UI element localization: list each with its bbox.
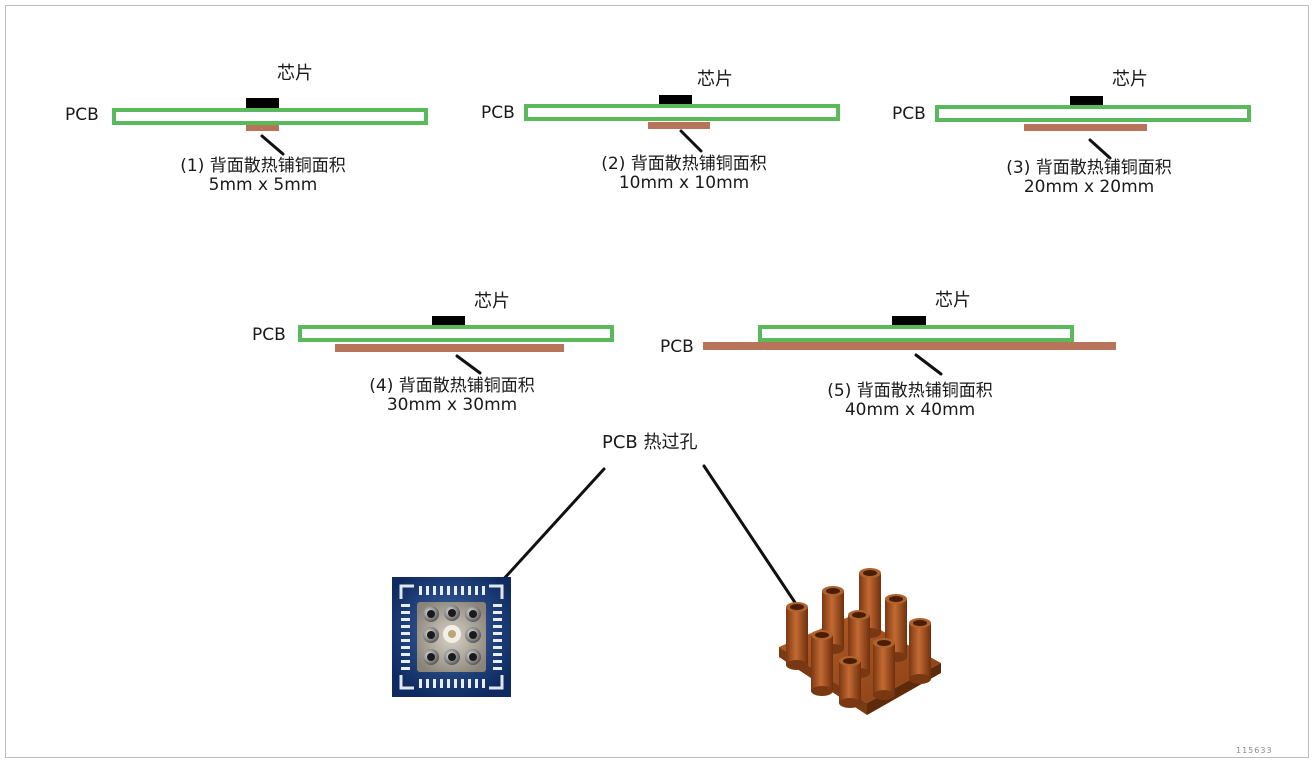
caption-size: 10mm x 10mm [618, 173, 750, 193]
pcb-board [758, 325, 1074, 342]
via-cylinder [873, 638, 895, 700]
caption-text: (5) 背面散热铺铜面积 [827, 381, 993, 401]
pcb-label: PCB [65, 105, 99, 125]
chip-label: 芯片 [1112, 69, 1148, 90]
caption-text: (2) 背面散热铺铜面积 [601, 154, 767, 174]
caption-size: 30mm x 30mm [386, 395, 518, 415]
copper-pad [246, 125, 279, 131]
caption-size: 40mm x 40mm [844, 400, 976, 420]
via-cylinder [839, 656, 861, 708]
caption-text: (1) 背面散热铺铜面积 [180, 156, 346, 176]
pcb-label: PCB [892, 104, 926, 124]
panel-caption: (3) 背面散热铺铜面积 20mm x 20mm [989, 159, 1189, 197]
via-cylinder [909, 618, 931, 684]
panel-caption: (5) 背面散热铺铜面积 40mm x 40mm [810, 382, 1010, 420]
vias-leader-right [702, 464, 802, 612]
caption-size: 5mm x 5mm [208, 175, 318, 195]
pcb-board [298, 325, 614, 342]
chip-block [1070, 96, 1103, 107]
leader-line [455, 354, 482, 375]
leader-line [679, 129, 703, 153]
leader-line [260, 134, 285, 156]
chip-package-photo [392, 577, 511, 697]
leader-line [1088, 138, 1112, 160]
caption-size: 20mm x 20mm [1023, 177, 1155, 197]
copper-pad [1024, 124, 1147, 131]
pcb-board [112, 108, 428, 125]
thermal-vias-title: PCB 热过孔 [602, 432, 698, 453]
figure-id: 115633 [1236, 746, 1273, 755]
chip-label: 芯片 [277, 63, 313, 84]
pcb-board [524, 104, 840, 121]
panel-caption: (1) 背面散热铺铜面积 5mm x 5mm [163, 157, 363, 195]
copper-pad [335, 344, 564, 352]
pcb-label: PCB [660, 337, 694, 357]
pcb-label: PCB [252, 325, 286, 345]
panel-caption: (4) 背面散热铺铜面积 30mm x 30mm [352, 377, 552, 415]
copper-pad [648, 122, 710, 129]
via-cylinder [786, 602, 808, 670]
panel-caption: (2) 背面散热铺铜面积 10mm x 10mm [584, 155, 784, 193]
chip-block [246, 98, 279, 110]
pcb-board [935, 105, 1251, 122]
chip-label: 芯片 [697, 69, 733, 90]
chip-label: 芯片 [474, 291, 510, 312]
copper-pad [703, 342, 1116, 350]
chip-label: 芯片 [935, 290, 971, 311]
via-cylinder [811, 630, 833, 696]
copper-vias-3d [779, 568, 941, 715]
leader-line [914, 353, 943, 376]
caption-text: (3) 背面散热铺铜面积 [1006, 158, 1172, 178]
pcb-label: PCB [481, 103, 515, 123]
caption-text: (4) 背面散热铺铜面积 [369, 376, 535, 396]
